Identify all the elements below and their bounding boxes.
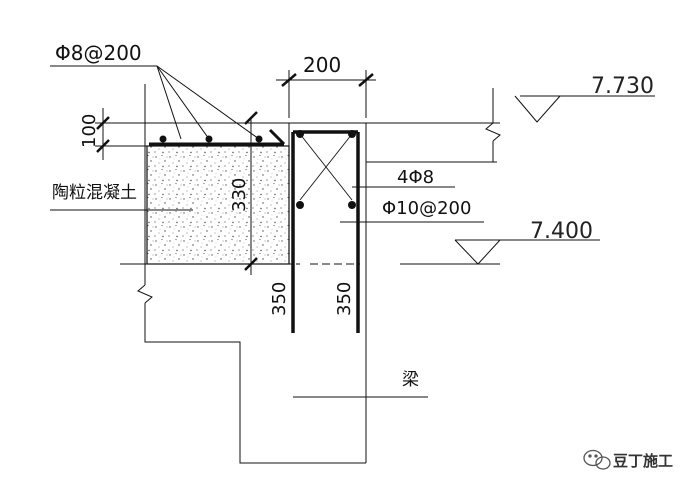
left-wall-outline bbox=[137, 84, 153, 312]
dim-beam-width bbox=[276, 70, 376, 118]
label-longitudinal-bars: 4Φ8 bbox=[397, 167, 434, 188]
label-dim-right: 350 bbox=[334, 282, 355, 316]
slab-top-rebar bbox=[149, 128, 286, 146]
ceramsite-concrete-infill bbox=[146, 145, 290, 265]
elevation-mark-lower bbox=[454, 239, 600, 265]
label-dim-left: 350 bbox=[269, 282, 290, 316]
stirrup-cross bbox=[299, 133, 353, 201]
leader-top-rebar bbox=[50, 65, 260, 140]
right-break-line bbox=[485, 88, 501, 162]
longitudinal-bars bbox=[296, 130, 356, 209]
label-slab-thickness: 100 bbox=[79, 114, 100, 148]
label-elevation-lower: 7.400 bbox=[530, 219, 593, 244]
label-stirrups: Φ10@200 bbox=[382, 198, 471, 219]
label-top-rebar: Φ8@200 bbox=[55, 41, 142, 65]
label-beam-width: 200 bbox=[303, 53, 341, 77]
label-beam: 梁 bbox=[402, 370, 419, 390]
watermark-brand: 豆丁施工 bbox=[613, 452, 673, 470]
label-concrete: 陶粒混凝土 bbox=[52, 183, 137, 203]
watermark: 豆丁施工 bbox=[583, 449, 673, 470]
label-elevation-top: 7.730 bbox=[591, 74, 654, 99]
label-infill-depth: 330 bbox=[229, 178, 250, 212]
elevation-mark-top bbox=[514, 95, 655, 123]
beam-outline bbox=[144, 123, 367, 464]
dim-infill-depth bbox=[244, 111, 258, 275]
beam-stirrup bbox=[291, 130, 360, 333]
wechat-icon bbox=[583, 449, 611, 470]
dim-slab-thickness bbox=[95, 108, 147, 160]
